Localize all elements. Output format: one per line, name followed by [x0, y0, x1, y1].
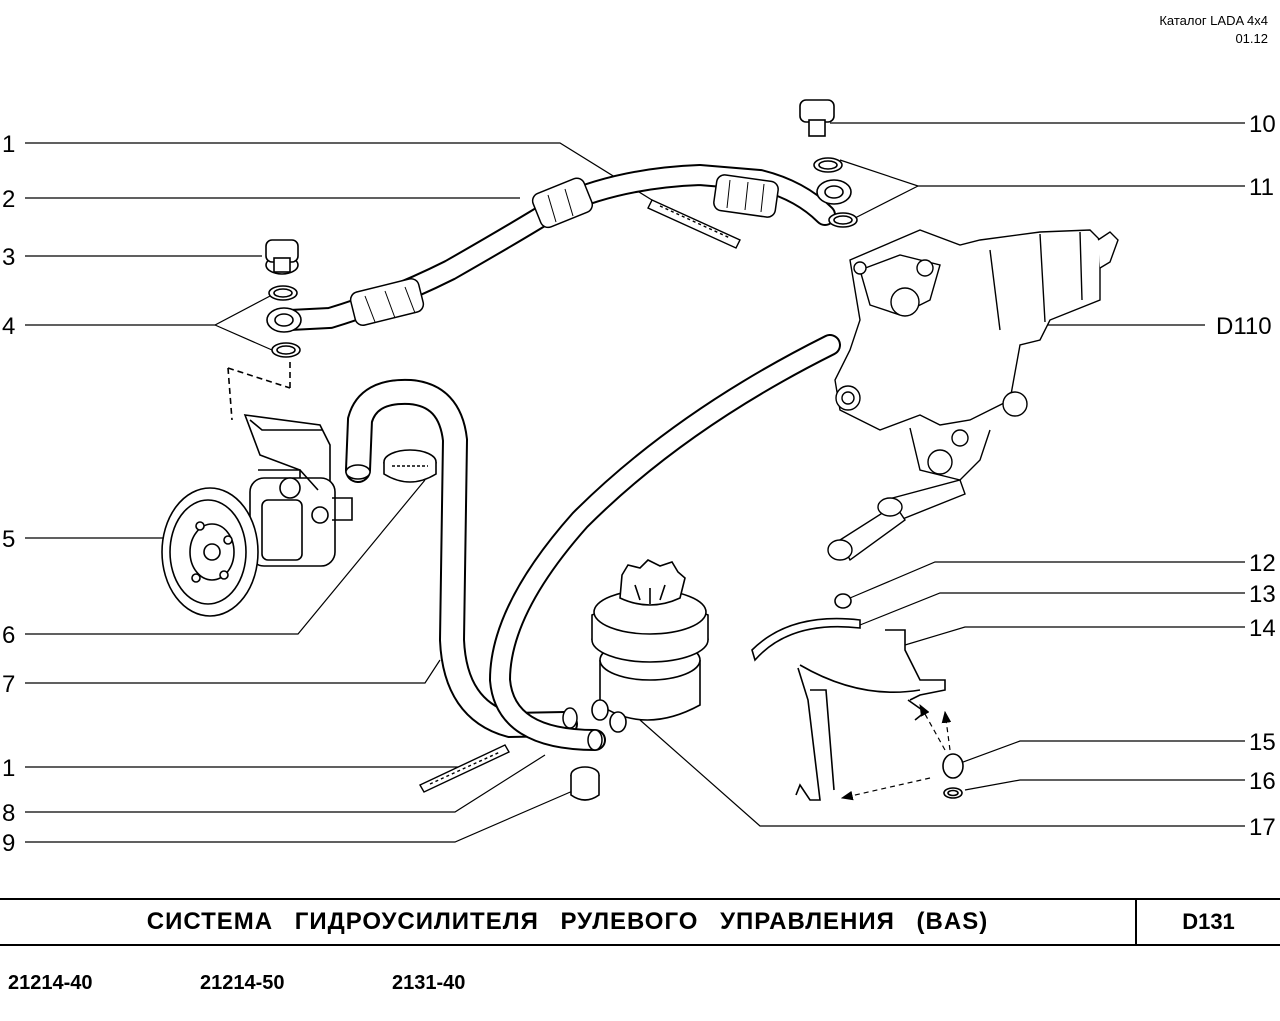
pressure-hose [279, 163, 836, 331]
callout-4: 4 [2, 313, 15, 340]
callout-14: 14 [1249, 615, 1276, 642]
fluid-reservoir [591, 559, 709, 733]
callout-5: 5 [2, 526, 15, 553]
callout-3: 3 [2, 244, 15, 271]
title-divider [1135, 900, 1137, 944]
callouts-left: 1 2 3 4 5 6 7 1 8 9 [2, 131, 15, 857]
callout-2: 2 [2, 186, 15, 213]
supply-hose [488, 334, 841, 751]
hose-clamp-upper [383, 449, 437, 483]
callout-7: 7 [2, 671, 15, 698]
power-steering-pump [161, 360, 353, 617]
callout-10: 10 [1249, 111, 1276, 138]
callout-1-top: 1 [2, 131, 15, 158]
cable-tie-top [647, 199, 741, 249]
return-hose-loop [345, 378, 578, 739]
callout-8: 8 [2, 800, 15, 827]
callouts-right: 10 11 D110 12 13 14 15 16 17 [1216, 111, 1276, 841]
leader-lines-left [25, 142, 661, 843]
callout-16: 16 [1249, 768, 1276, 795]
callout-6: 6 [2, 622, 15, 649]
page-code: D131 [1182, 909, 1235, 934]
callout-d110: D110 [1216, 313, 1272, 340]
banjo-fitting-gear [799, 99, 858, 228]
banjo-fitting-pump [265, 239, 302, 358]
leader-lines-right [639, 122, 1245, 827]
cable-tie-bottom [419, 744, 510, 793]
bracket-assembly-arrows [840, 703, 952, 801]
callout-9: 9 [2, 830, 15, 857]
model-code: 21214-50 [200, 972, 285, 994]
catalog-line: Каталог LADA 4x4 [1159, 13, 1268, 28]
callout-12: 12 [1249, 550, 1276, 577]
model-code: 2131-40 [392, 972, 466, 994]
callout-1-bottom: 1 [2, 755, 15, 782]
hose-clamp-lower [570, 766, 600, 801]
diagram-title: СИСТЕМА ГИДРОУСИЛИТЕЛЯ РУЛЕВОГО УПРАВЛЕН… [146, 908, 989, 935]
model-code: 21214-40 [8, 972, 93, 994]
callout-11: 11 [1249, 174, 1274, 201]
title-band: СИСТЕМА ГИДРОУСИЛИТЕЛЯ РУЛЕВОГО УПРАВЛЕН… [0, 898, 1280, 946]
catalog-header: Каталог LADA 4x4 01.12 [1159, 12, 1268, 48]
catalog-date: 01.12 [1235, 31, 1268, 46]
reservoir-bracket [751, 593, 964, 801]
model-list: 21214-40 21214-50 2131-40 [0, 972, 1280, 996]
steering-gear [827, 229, 1119, 562]
callout-13: 13 [1249, 581, 1276, 608]
parts-diagram: 1 2 3 4 5 6 7 1 8 9 10 11 D110 12 13 14 … [2, 99, 1276, 857]
callout-15: 15 [1249, 729, 1276, 756]
callout-17: 17 [1249, 814, 1276, 841]
